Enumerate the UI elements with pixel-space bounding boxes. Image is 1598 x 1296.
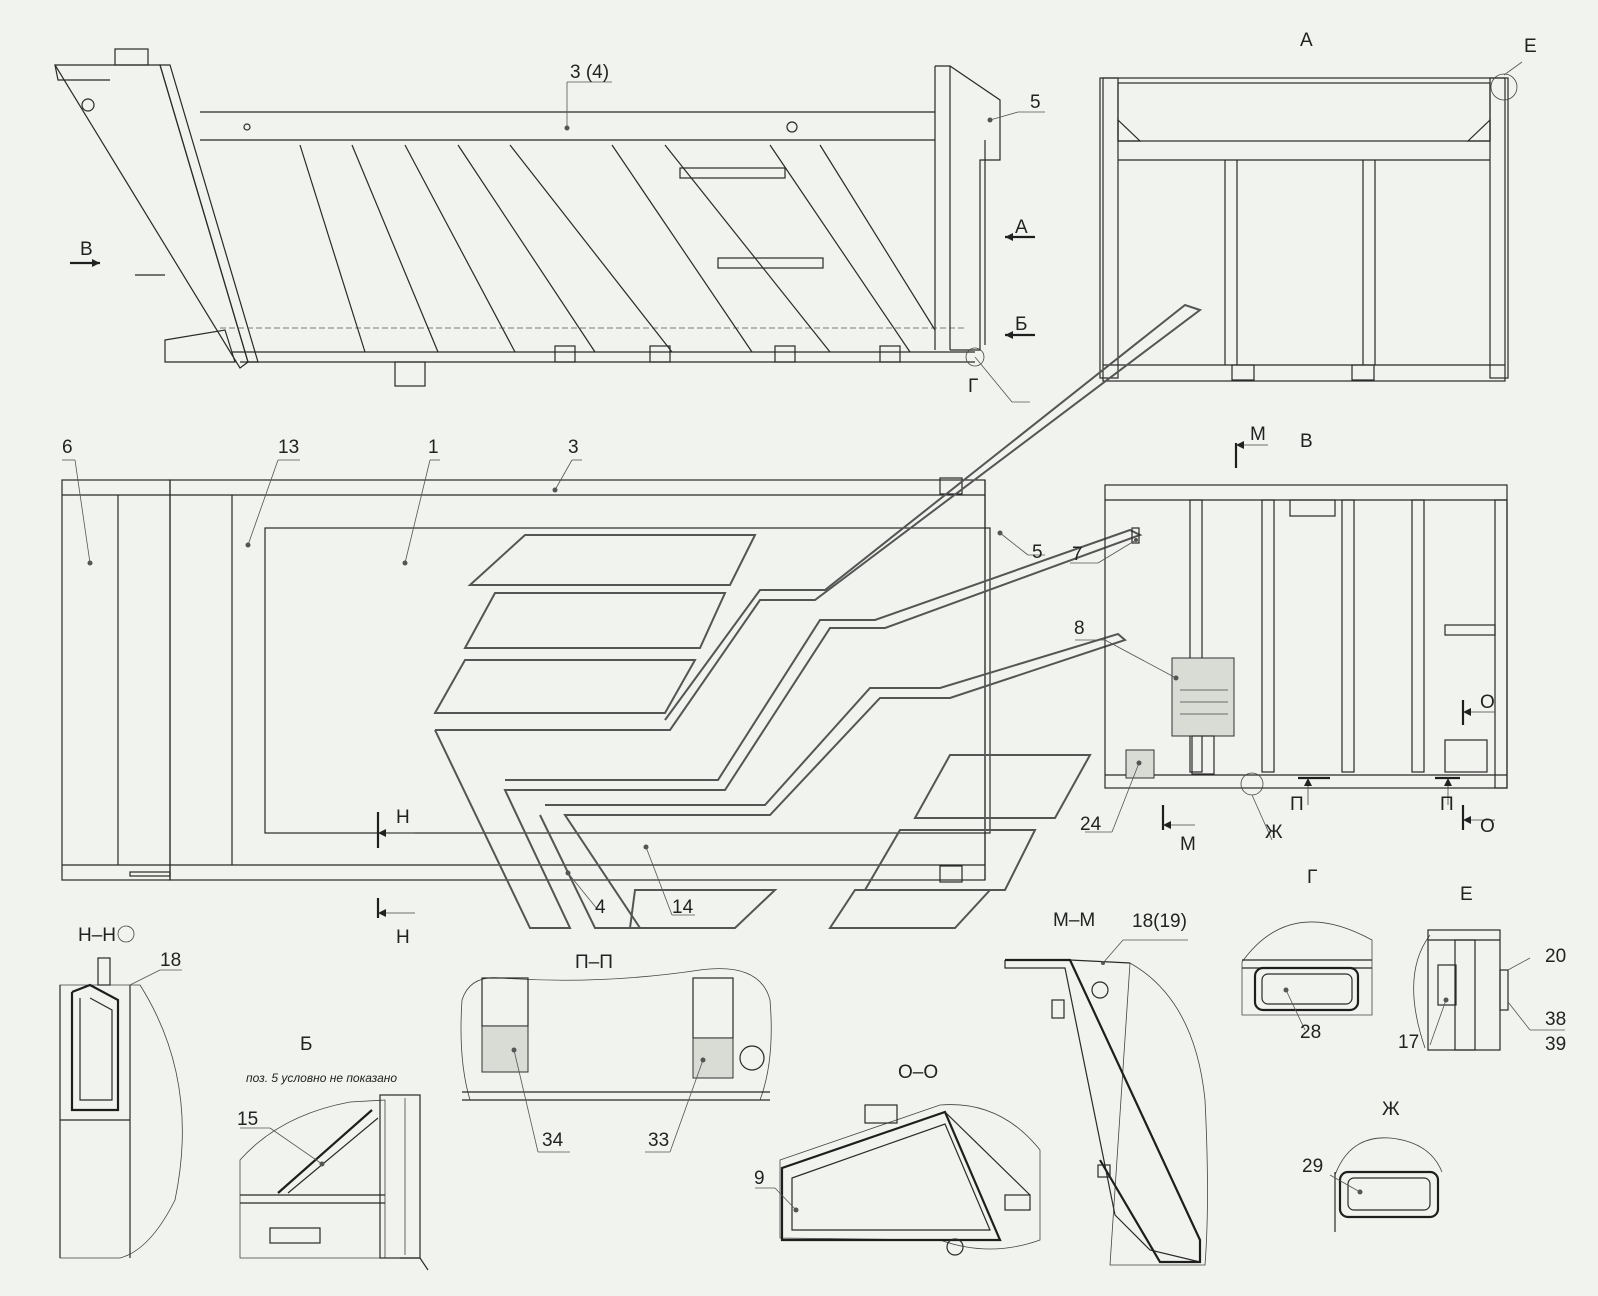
label-33: 33: [648, 1130, 669, 1151]
arrow-label-V: В: [80, 239, 93, 260]
view-B-title: Б: [300, 1034, 312, 1055]
label-8: 8: [1074, 618, 1085, 639]
section-MM: М–М 18(19): [1004, 910, 1208, 1266]
section-M-top: М: [1250, 424, 1266, 445]
view-E-marker: Е: [1524, 36, 1537, 57]
detail-Zh-title: Ж: [1382, 1099, 1400, 1120]
section-O-bot: О: [1480, 816, 1495, 837]
section-P1: П: [1290, 794, 1304, 815]
label-29: 29: [1302, 1156, 1323, 1177]
view-A-title: А: [1300, 30, 1313, 51]
section-O-top: О: [1480, 692, 1495, 713]
label-7: 7: [1072, 544, 1083, 565]
view-A: А Е: [1099, 30, 1537, 382]
label-24: 24: [1080, 814, 1102, 835]
section-MM-title: М–М: [1053, 910, 1095, 931]
label-20: 20: [1545, 946, 1566, 967]
label-17: 17: [1398, 1032, 1419, 1053]
label-38: 38: [1545, 1009, 1566, 1030]
section-OO-title: О–О: [898, 1062, 938, 1083]
label-3: 3: [568, 437, 579, 458]
view-B-note: поз. 5 условно не показано: [246, 1071, 397, 1085]
view-B: Б поз. 5 условно не показано 15: [237, 1034, 429, 1271]
label-3-4: 3 (4): [570, 62, 609, 83]
arrow-label-B: Б: [1015, 314, 1027, 335]
detail-Zh: Ж 29: [1302, 1099, 1443, 1232]
label-5-mid: 5: [1032, 542, 1043, 563]
view-V-title: В: [1300, 431, 1313, 452]
section-PP-title: П–П: [575, 952, 613, 973]
arrow-label-G: Г: [968, 376, 978, 397]
detail-G: Г 28: [1241, 867, 1373, 1043]
label-15: 15: [237, 1109, 258, 1130]
label-14: 14: [672, 897, 694, 918]
detail-E: Е 20 17 38 39: [1398, 884, 1566, 1055]
side-view: 3 (4) 5 В А Б Г: [53, 48, 1045, 403]
detail-G-title: Г: [1307, 867, 1317, 888]
label-28: 28: [1300, 1022, 1321, 1043]
label-4: 4: [595, 897, 606, 918]
section-HH: Н–Н 18: [59, 925, 183, 1259]
label-13: 13: [278, 437, 299, 458]
section-M-bot: М: [1180, 834, 1196, 855]
watermark-logo: [433, 303, 1203, 929]
section-PP: П–П 34 33: [460, 952, 772, 1153]
label-18-19: 18(19): [1132, 911, 1187, 932]
view-V: В М М О О П П Ж 7 8 24: [1070, 424, 1508, 855]
plan-view: 6 13 1 3 5 4 14 Н Н: [61, 437, 1045, 948]
label-39: 39: [1545, 1034, 1566, 1055]
label-18: 18: [160, 950, 181, 971]
label-5-top: 5: [1030, 92, 1041, 113]
section-H-top: Н: [396, 807, 410, 828]
label-1: 1: [428, 437, 439, 458]
label-9: 9: [754, 1168, 765, 1189]
detail-E-title: Е: [1460, 884, 1473, 905]
section-Zh: Ж: [1265, 822, 1283, 843]
section-H-bot: Н: [396, 927, 410, 948]
arrow-label-A: А: [1015, 217, 1028, 238]
section-OO: О–О 9: [754, 1062, 1041, 1256]
section-P2: П: [1440, 794, 1454, 815]
section-HH-title: Н–Н: [78, 925, 116, 946]
label-34: 34: [542, 1130, 564, 1151]
label-6: 6: [62, 437, 73, 458]
